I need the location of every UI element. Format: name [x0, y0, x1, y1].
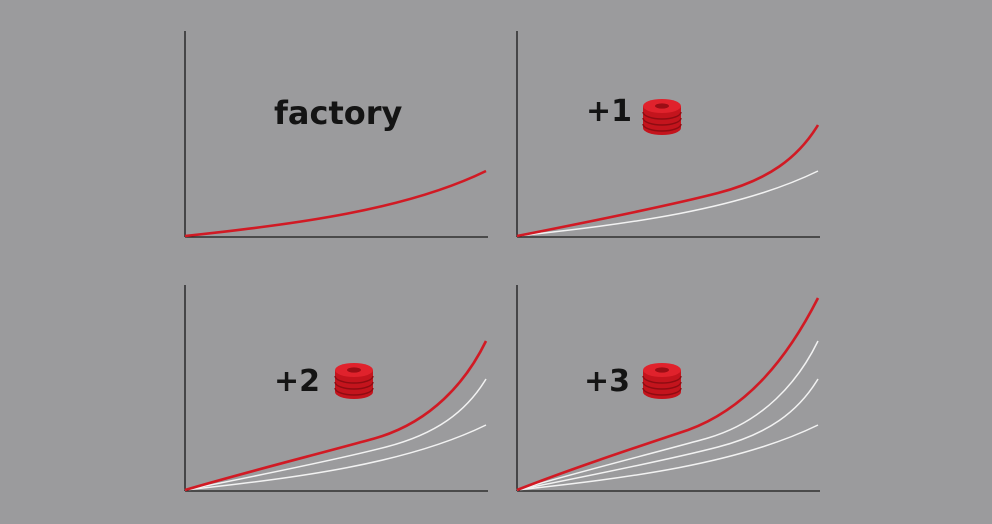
- plus3-plot: [516, 285, 820, 492]
- plus1-curve: [516, 124, 820, 238]
- plus1-plot: [516, 31, 820, 238]
- plus2-label: +2: [274, 364, 321, 399]
- factory-panel: factory: [176, 28, 492, 242]
- plus2-reference-curve: [516, 340, 819, 491]
- factory-reference-curve: [184, 424, 487, 491]
- plus3-panel: +3: [508, 282, 824, 496]
- plus2-curve: [184, 340, 488, 492]
- plus2-plot: [184, 285, 488, 492]
- red-volume-spacer-icon: [642, 99, 682, 135]
- red-volume-spacer-icon: [642, 363, 682, 399]
- plus1-panel: +1: [508, 28, 824, 242]
- plus3-curve: [516, 297, 820, 492]
- plus1-reference-curve: [184, 378, 487, 491]
- red-volume-spacer-icon: [334, 363, 374, 399]
- plus1-reference-curve: [516, 378, 819, 491]
- factory-reference-curve: [516, 170, 819, 237]
- factory-plot: [184, 31, 488, 238]
- plus1-label: +1: [586, 94, 633, 129]
- factory-reference-curve: [516, 424, 819, 491]
- plus3-label: +3: [584, 364, 631, 399]
- factory-label: factory: [274, 94, 403, 132]
- factory-curve: [184, 169, 487, 238]
- plus2-panel: +2: [176, 282, 492, 496]
